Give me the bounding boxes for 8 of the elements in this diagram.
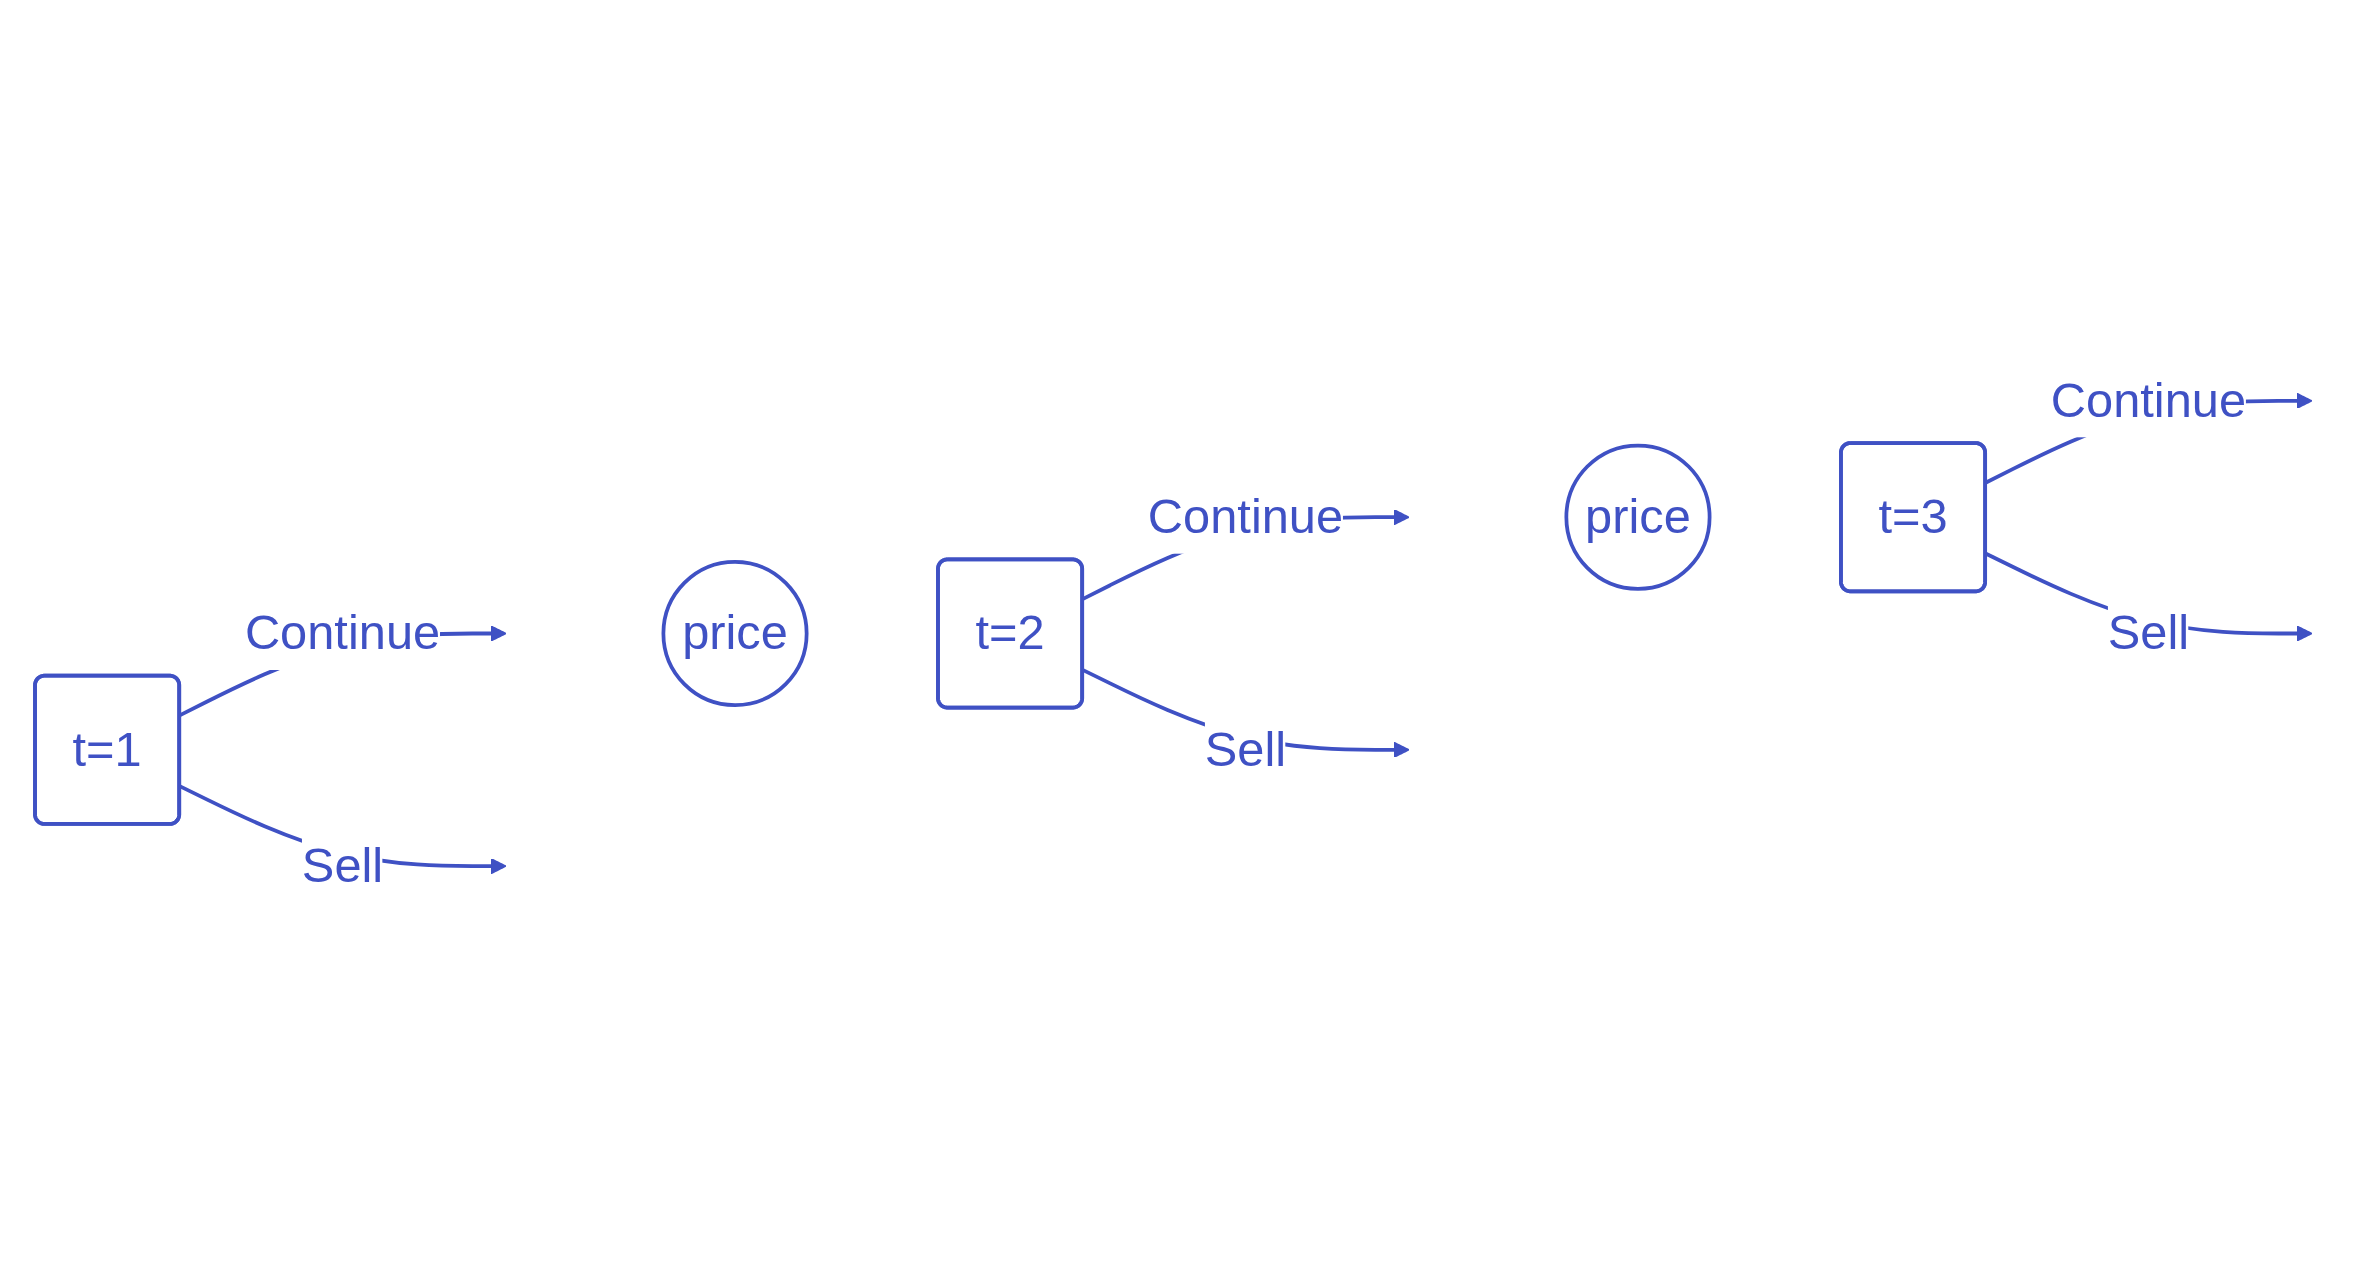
edge-label: Continue [2050,371,2247,429]
node-circle: price [661,560,809,707]
edge-label: Sell [1204,720,1287,778]
edge-label: Continue [1147,488,1344,545]
edge-label: Continue [244,604,441,661]
edge-label: Sell [301,837,384,894]
node-circle: price [1564,443,1712,591]
edge-label: Sell [2107,604,2190,661]
